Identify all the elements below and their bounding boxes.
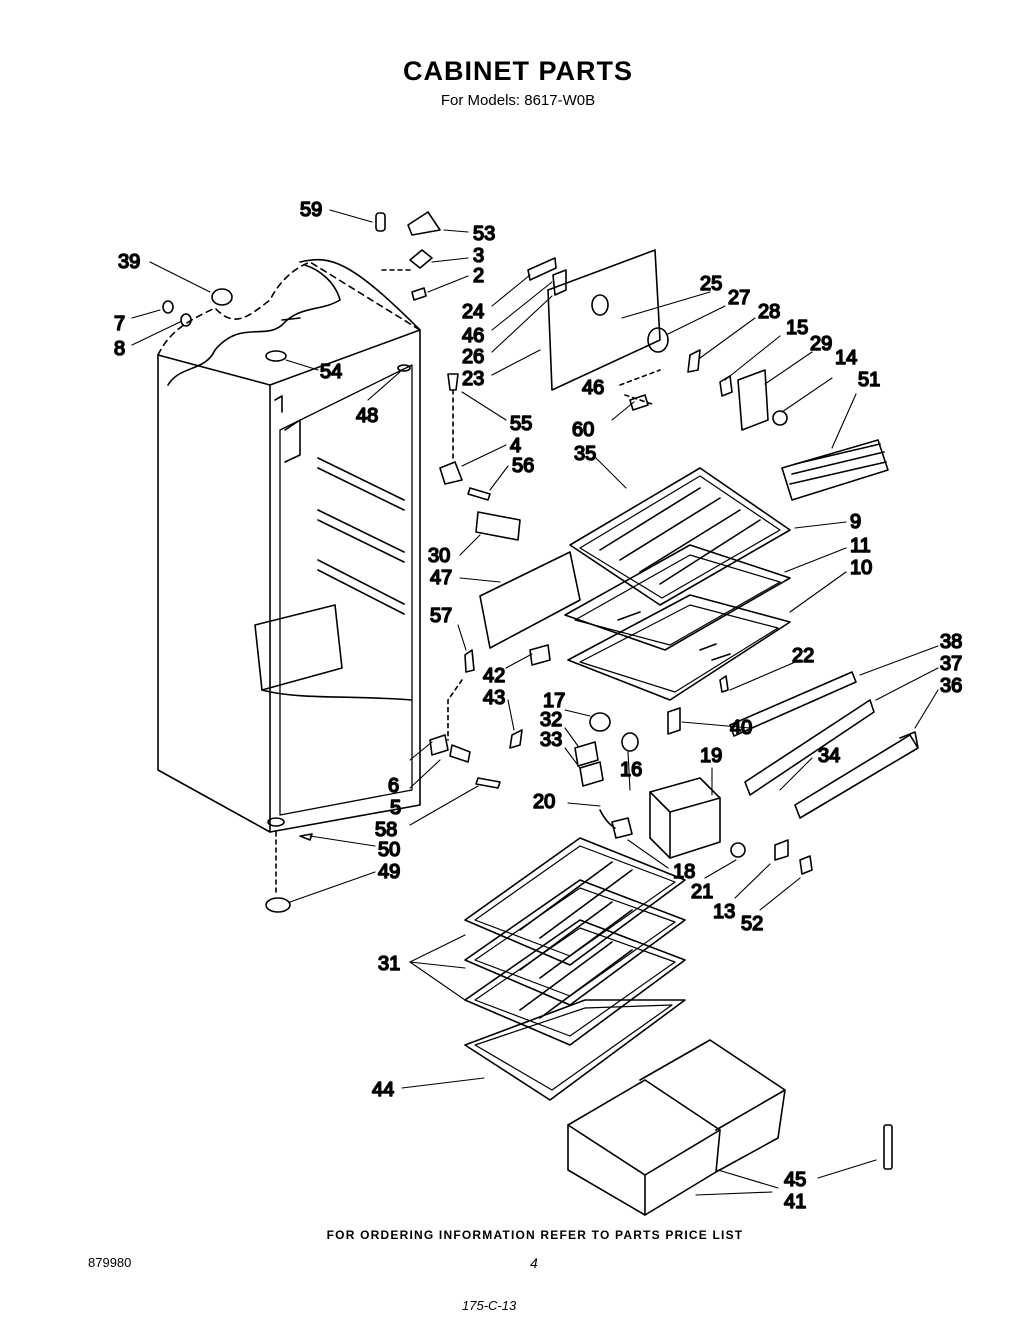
callout-29: 29 — [810, 333, 832, 355]
callout-32: 32 — [540, 709, 562, 731]
callout-6: 6 — [388, 775, 399, 797]
callout-50: 50 — [378, 839, 400, 861]
callout-5: 5 — [390, 797, 401, 819]
callout-57: 57 — [430, 605, 452, 627]
handwritten-stamp: 175-C-13 — [462, 1298, 517, 1313]
callout-26: 26 — [462, 346, 484, 368]
shelf-assembly — [479, 467, 791, 749]
callout-39: 39 — [118, 251, 140, 273]
callout-49: 49 — [378, 861, 400, 883]
callout-55: 55 — [510, 413, 532, 435]
callout-47: 47 — [430, 567, 452, 589]
callout-52: 52 — [741, 913, 763, 935]
callout-53: 53 — [473, 223, 495, 245]
callout-3: 3 — [473, 245, 484, 267]
document-number: 879980 — [88, 1255, 132, 1270]
callout-33: 33 — [540, 729, 562, 751]
callout-58: 58 — [375, 819, 397, 841]
glass-shelves — [464, 837, 686, 1101]
top-hardware-parts — [162, 211, 521, 913]
callout-43: 43 — [483, 687, 505, 709]
callout-40: 40 — [730, 717, 752, 739]
callout-37: 37 — [940, 653, 962, 675]
callout-11: 11 — [850, 535, 871, 557]
callout-48: 48 — [356, 405, 378, 427]
callout-27: 27 — [728, 287, 750, 309]
callout-24: 24 — [462, 301, 484, 323]
callout-4: 4 — [510, 435, 521, 457]
callout-16: 16 — [620, 759, 642, 781]
callout-20: 20 — [533, 791, 555, 813]
callout-36: 36 — [940, 675, 962, 697]
callout-44: 44 — [372, 1079, 394, 1101]
callout-51: 51 — [858, 369, 880, 391]
callout-28: 28 — [758, 301, 780, 323]
callout-60: 60 — [572, 419, 594, 441]
callout-13: 13 — [713, 901, 735, 923]
callout-35: 35 — [574, 443, 596, 465]
ordering-info-note: FOR ORDERING INFORMATION REFER TO PARTS … — [326, 1228, 744, 1242]
callout-38: 38 — [940, 631, 962, 653]
callout-25: 25 — [700, 273, 722, 295]
callout-10: 10 — [850, 557, 872, 579]
page-title: CABINET PARTS — [402, 56, 633, 86]
callout-15: 15 — [786, 317, 808, 339]
callout-42: 42 — [483, 665, 505, 687]
control-panel — [527, 249, 889, 501]
callout-56: 56 — [512, 455, 534, 477]
page-subtitle: For Models: 8617-W0B — [440, 92, 596, 109]
callout-14: 14 — [835, 347, 857, 369]
callout-23: 23 — [462, 368, 484, 390]
callout-18: 18 — [673, 861, 695, 883]
callout-45: 45 — [784, 1169, 806, 1191]
callout-19: 19 — [700, 745, 722, 767]
light-and-switch-parts — [574, 707, 813, 875]
page-number: 4 — [530, 1255, 538, 1271]
callout-9: 9 — [850, 511, 861, 533]
callout-41: 41 — [784, 1191, 806, 1213]
callout-46: 46 — [582, 377, 604, 399]
callout-2: 2 — [473, 265, 484, 287]
callout-7: 7 — [114, 313, 125, 335]
callout-34: 34 — [818, 745, 840, 767]
cabinet-body — [157, 258, 421, 833]
callout-46: 46 — [462, 325, 484, 347]
trim-strips — [729, 671, 919, 819]
callout-59: 59 — [300, 199, 322, 221]
callout-8: 8 — [114, 338, 125, 360]
callout-21: 21 — [691, 881, 713, 903]
leader-lines — [131, 209, 939, 1196]
callout-17: 17 — [543, 690, 565, 712]
callout-labels: 59 53 3 2 39 7 8 54 48 55 4 56 30 47 57 … — [113, 198, 963, 1214]
callout-22: 22 — [792, 645, 814, 667]
callout-30: 30 — [428, 545, 450, 567]
callout-31: 31 — [378, 953, 400, 975]
callout-54: 54 — [320, 361, 342, 383]
crisper-drawers — [567, 1039, 893, 1216]
